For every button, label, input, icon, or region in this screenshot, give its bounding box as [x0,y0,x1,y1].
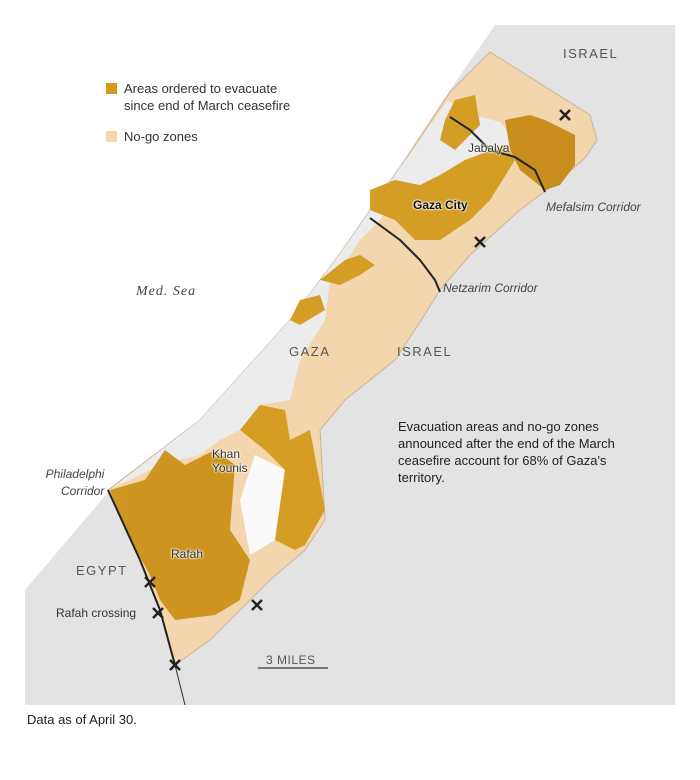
label-gaza: GAZA [289,344,331,359]
evac-swatch [106,83,117,94]
scale-label: 3 MILES [266,653,316,667]
philadelphi-corridor-line [107,489,176,666]
label-israel: ISRAEL [397,344,453,359]
evac-area-rafah [110,450,250,620]
evac-area-gaza-city [370,145,515,240]
nogo-swatch [106,131,117,142]
label-rafah: Rafah [171,547,204,561]
label-gaza-city: Gaza City [413,198,468,212]
label-line: Philadelphi [45,467,105,481]
legend: Areas ordered to evacuate since end of Ma… [106,80,290,159]
label-line: Khan [212,447,241,461]
crossing-x-icon [169,659,181,671]
evac-area-deir [290,295,325,325]
mefalsim-corridor-line [449,116,546,193]
legend-label: No-go zones [124,129,198,144]
label-line: Corridor [61,484,105,498]
netzarim-corridor-line [369,217,441,293]
label-line: Younis [212,461,248,475]
label-mefalsim-corridor: Mefalsim Corridor [546,200,641,214]
label-israel-north: ISRAEL [563,46,619,61]
crossing-x-icon [144,576,156,588]
legend-label-line: since end of March ceasefire [124,98,291,113]
legend-item-nogo: No-go zones [106,128,290,145]
legend-label-line: Areas ordered to evacuate [124,81,278,96]
evac-area-central [320,255,375,285]
crossing-x-icon [251,599,263,611]
evac-area-northeast [505,115,575,190]
legend-label: Areas ordered to evacuate since end of Ma… [124,80,290,114]
crossing-x-icon [152,607,164,619]
egypt-border-line [174,664,186,706]
label-egypt: EGYPT [76,563,128,578]
map-annotation: Evacuation areas and no-go zones announc… [398,419,615,485]
legend-item-evacuate: Areas ordered to evacuate since end of Ma… [106,80,290,114]
urban-area-khan-younis [240,455,285,555]
urban-area [112,100,515,488]
sea [25,25,495,590]
label-jabalya: Jabalya [468,141,510,155]
label-med-sea: Med. Sea [136,284,197,299]
crossing-x-icon [474,236,486,248]
crossing-x-icon [559,109,571,121]
label-rafah-crossing: Rafah crossing [56,606,137,620]
data-date-note: Data as of April 30. [27,712,137,727]
evac-area-khan-younis [240,405,325,550]
label-netzarim-corridor: Netzarim Corridor [443,281,538,295]
